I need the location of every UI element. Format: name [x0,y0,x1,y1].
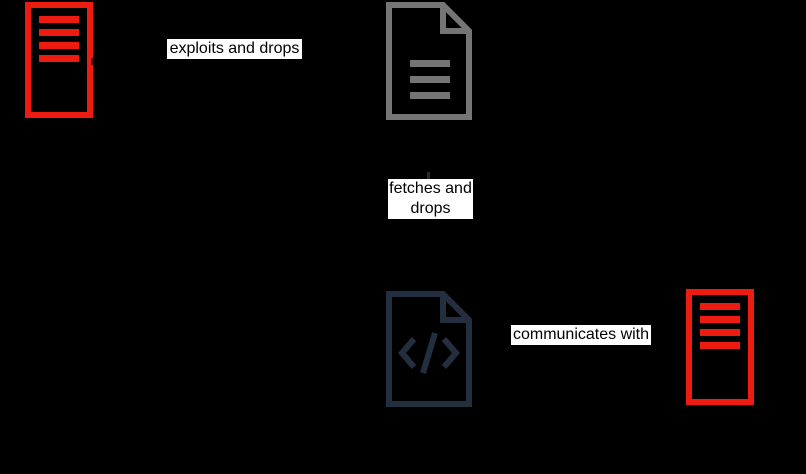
edge-label-line-1: fetches and [389,180,472,197]
node-payload-code-file[interactable] [386,291,472,407]
server-icon [25,2,93,118]
server-icon [686,289,754,405]
edge-connector-stub-dropper [427,172,430,179]
document-icon [386,2,472,120]
node-dropper-document[interactable] [386,2,472,120]
edge-label-fetches-and-drops: fetches and drops [388,179,473,219]
edge-label-line-2: drops [410,200,451,217]
node-attacker-server[interactable] [25,2,93,118]
edge-label-exploits-and-drops: exploits and drops [167,39,302,59]
edge-label-communicates-with: communicates with [511,325,651,345]
edge-connector-stub-attacker [91,58,94,65]
code-file-icon [386,291,472,407]
node-c2-server[interactable] [686,289,754,405]
